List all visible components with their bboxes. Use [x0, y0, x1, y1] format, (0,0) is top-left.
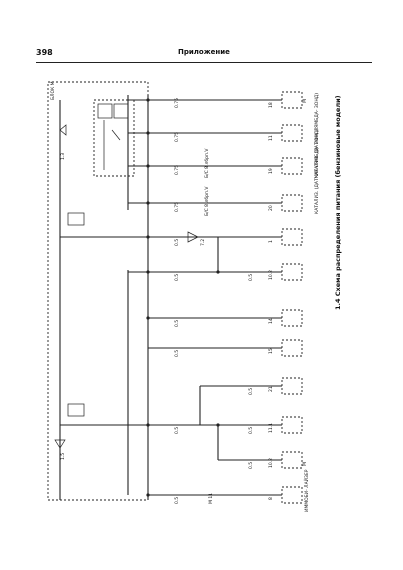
pin-label: 15	[269, 348, 274, 354]
wire-label: 0.5	[249, 387, 254, 395]
wire-label: 0.75	[175, 164, 180, 175]
connector-label: КАТАЛИЗ. (ДАТЧИК ЛЯМБДА- ЗОНД)	[315, 129, 320, 214]
pin-label: 8	[269, 497, 274, 500]
connector-label: ИММОБИ- ЛАЙЗЕР	[305, 469, 310, 512]
wire-label: 0.5	[175, 273, 180, 281]
wire-label: 0.5	[249, 426, 254, 434]
pin-label: 11.1	[269, 422, 274, 433]
pin-label: 10.2	[269, 269, 274, 280]
wire-label: 0.5	[175, 349, 180, 357]
relay-inner-box	[93, 99, 135, 177]
side-label: Б/С 8 лбрп.V	[205, 148, 210, 178]
pin-label: 10.2	[269, 457, 274, 468]
side-label: Б/С 8 лбрп.V	[205, 186, 210, 216]
side-label: М 11	[209, 492, 214, 504]
side-label: 7.2	[201, 238, 206, 246]
diode-symbol	[187, 231, 199, 243]
wire-label: 0.5	[249, 273, 254, 281]
page-number: 398	[36, 48, 53, 57]
pin-label: 19	[269, 168, 274, 174]
box-label: БЛОК М	[51, 81, 56, 100]
wire-label: 0.5	[175, 238, 180, 246]
wire-label: 0.75	[175, 97, 180, 108]
page-header: 398 Приложение	[36, 48, 372, 63]
wire-label: 0.5	[249, 461, 254, 469]
pin-label: 18	[269, 102, 274, 108]
connector-number: М	[303, 99, 308, 103]
pin-label: 21	[269, 386, 274, 392]
running-title: Приложение	[178, 48, 230, 56]
wire-label: 0.75	[175, 201, 180, 212]
ground-label: 1.3	[61, 152, 66, 160]
pin-label: 14	[269, 318, 274, 324]
figure-caption: 1.4 Схема распределения питания (бензино…	[334, 95, 342, 310]
ground-label: 1.5	[61, 452, 66, 460]
wire-label: 0.5	[175, 496, 180, 504]
pin-label: 11	[269, 135, 274, 141]
connector-number: М	[303, 462, 308, 466]
relay-block-outline	[47, 81, 149, 501]
pin-label: 20	[269, 205, 274, 211]
wire-label: 0.75	[175, 131, 180, 142]
wire-label: 0.5	[175, 426, 180, 434]
pin-label: 1	[269, 240, 274, 243]
wire-label: 0.5	[175, 319, 180, 327]
